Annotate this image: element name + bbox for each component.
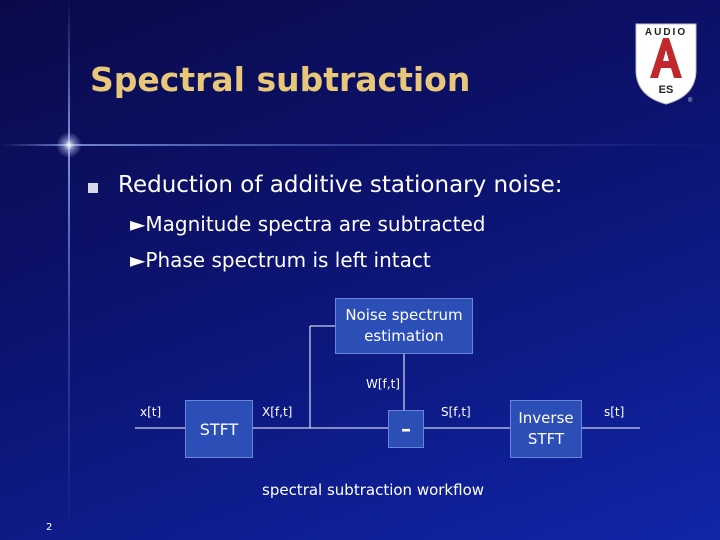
- label-output-signal: s[t]: [604, 405, 625, 419]
- decorative-horizontal-line: [0, 144, 720, 146]
- label-spectrum: X[f,t]: [262, 405, 293, 419]
- stft-box: STFT: [185, 400, 253, 458]
- diagram-caption: spectral subtraction workflow: [262, 481, 485, 499]
- subpoint-phase: ►Phase spectrum is left intact: [130, 248, 431, 272]
- inverse-box-line2: STFT: [527, 430, 565, 448]
- slide-title: Spectral subtraction: [90, 60, 471, 99]
- logo-bottom-text: ES: [659, 84, 674, 96]
- inverse-box-line1: Inverse: [518, 409, 574, 427]
- logo-top-text: AUDIO: [645, 27, 687, 38]
- decorative-glow: [56, 132, 82, 158]
- bullet-square-icon: [88, 183, 98, 193]
- bullet-text: Reduction of additive stationary noise:: [118, 172, 563, 198]
- subtraction-node: –: [388, 410, 424, 448]
- logo-registered-mark: ®: [688, 97, 693, 104]
- noise-box-line2: estimation: [364, 327, 444, 345]
- subpoint-magnitude: ►Magnitude spectra are subtracted: [130, 212, 486, 236]
- label-noise-spectrum: W[f,t]: [366, 377, 400, 391]
- aes-logo: AUDIO ES ®: [635, 23, 697, 105]
- noise-box-line1: Noise spectrum: [345, 306, 463, 324]
- label-clean-spectrum: S[f,t]: [441, 405, 471, 419]
- decorative-vertical-line: [68, 0, 70, 540]
- page-number: 2: [46, 522, 53, 533]
- label-input-signal: x[t]: [140, 405, 162, 419]
- inverse-stft-box: Inverse STFT: [510, 400, 582, 458]
- noise-estimation-box: Noise spectrum estimation: [335, 298, 473, 354]
